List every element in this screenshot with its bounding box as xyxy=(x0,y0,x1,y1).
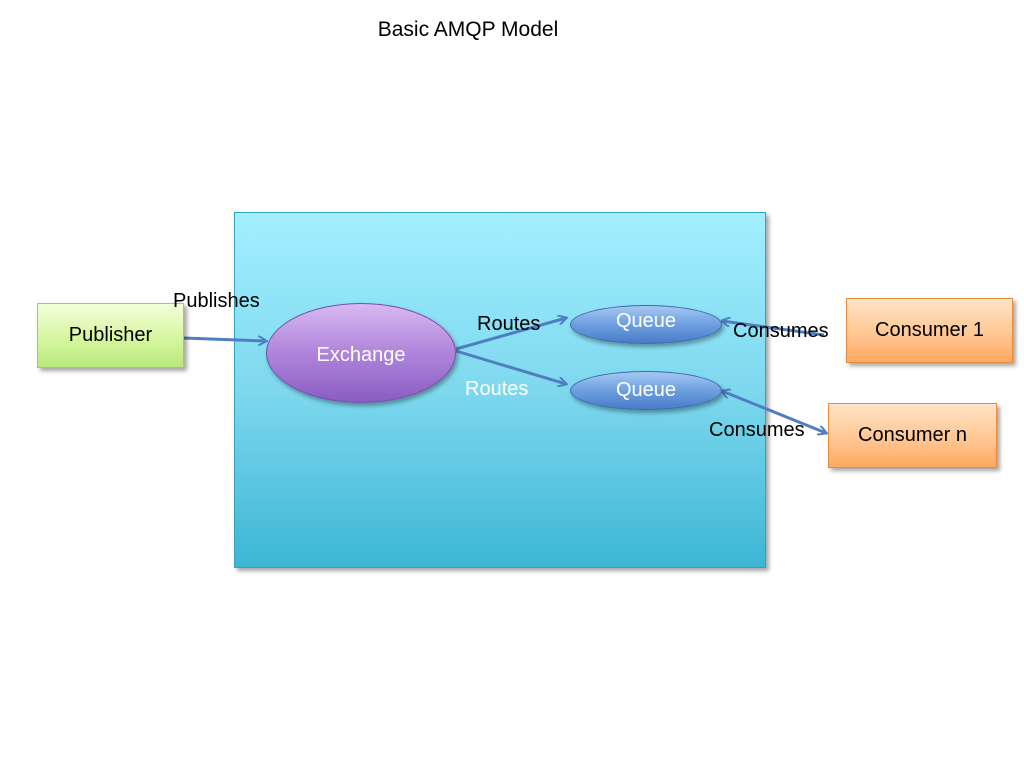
routes-edge-label-1: Routes xyxy=(477,313,541,335)
exchange-label: Exchange xyxy=(316,343,406,366)
queue-label-1: Queue xyxy=(615,310,677,332)
queue-node-1: Queue xyxy=(570,305,722,344)
consumer-1-label: Consumer 1 xyxy=(875,319,984,341)
diagram-title: Basic AMQP Model xyxy=(377,18,559,41)
consumer-n-label: Consumer n xyxy=(858,424,967,446)
publisher-node: Publisher xyxy=(37,303,184,368)
publisher-label: Publisher xyxy=(68,324,153,346)
consumer-n-node: Consumer n xyxy=(828,403,997,468)
consumes-edge-label-1: Consumes xyxy=(733,320,829,342)
consumer-1-node: Consumer 1 xyxy=(846,298,1013,363)
exchange-node: Exchange xyxy=(266,303,456,403)
publishes-edge-label: Publishes xyxy=(173,290,260,312)
routes-edge-label-2: Routes xyxy=(465,378,529,400)
queue-node-2: Queue xyxy=(570,371,722,410)
queue-label-2: Queue xyxy=(615,379,677,401)
consumes-edge-label-n: Consumes xyxy=(709,419,805,441)
